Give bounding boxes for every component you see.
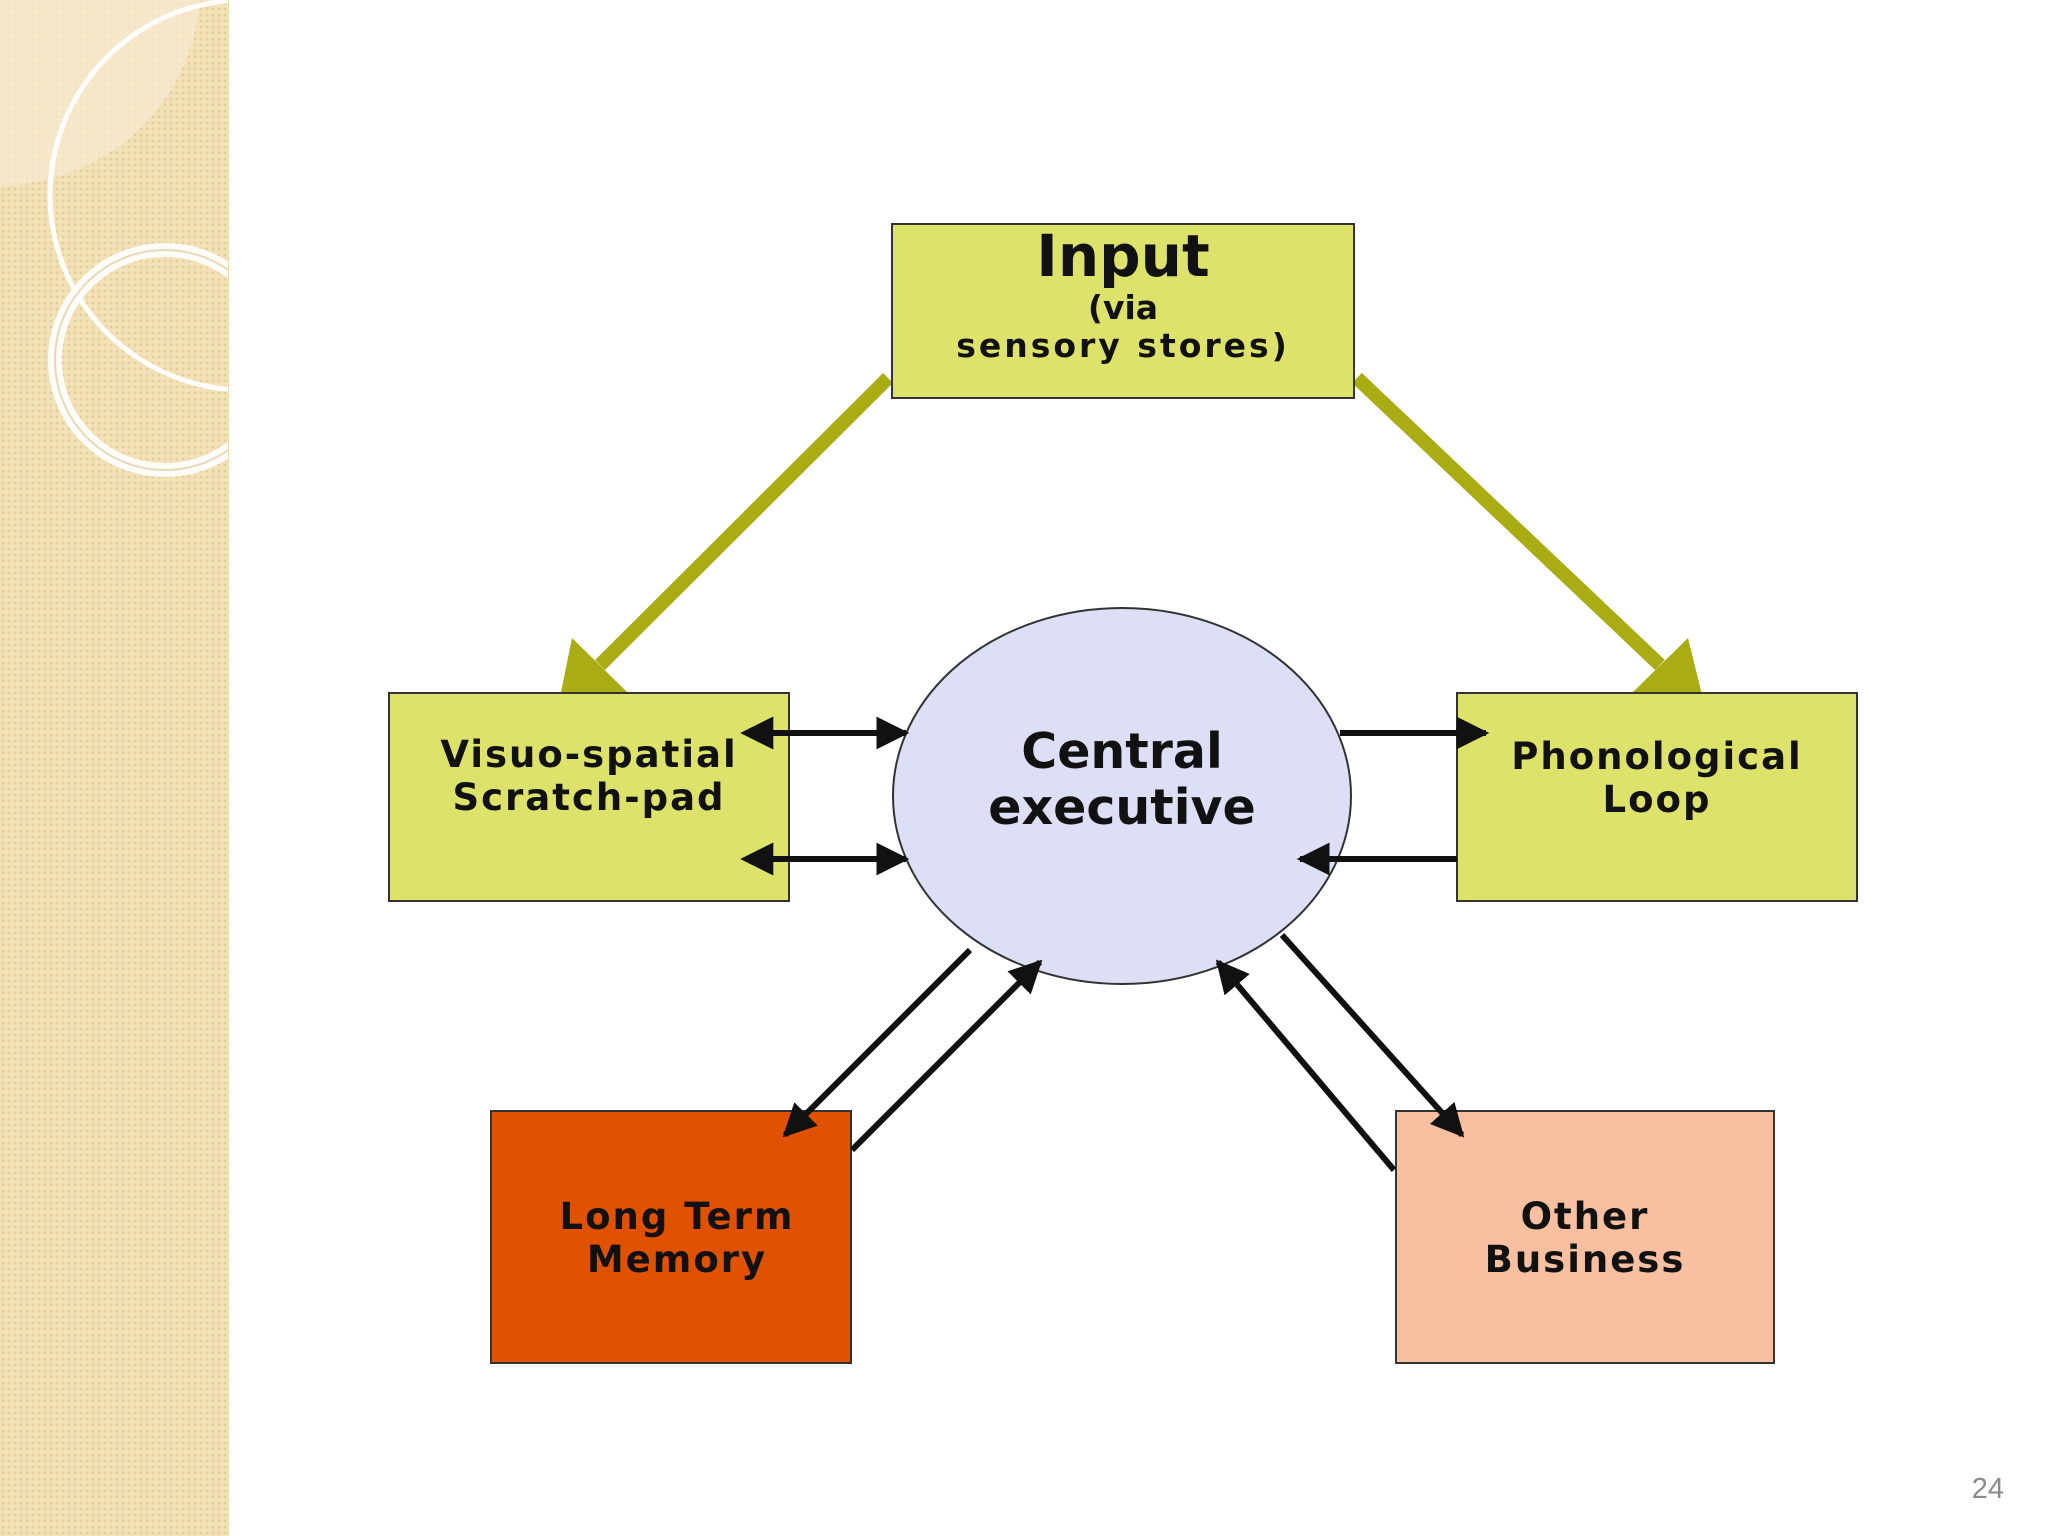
other-business-line1: Other [1520, 1195, 1650, 1238]
central-executive-ellipse [892, 607, 1352, 985]
input-to-phono-arrowhead [1632, 638, 1705, 707]
input-title: Input [1036, 222, 1210, 290]
ltm-to-central-arrow [849, 959, 1043, 1153]
input-to-visuo-arrow-line [595, 373, 893, 670]
long-term-memory-line1: Long Term [559, 1195, 795, 1238]
phonological-loop-label: Phonological Loop [1457, 735, 1857, 821]
input-to-phono-arrow-line [1352, 372, 1665, 671]
phonological-loop-line2: Loop [1602, 777, 1712, 821]
other-business-label: Other Business [1396, 1195, 1774, 1281]
other-business-box [1395, 1110, 1775, 1364]
central-to-other-arrow [1279, 932, 1465, 1138]
long-term-memory-box [490, 1110, 852, 1364]
phonological-loop-line1: Phonological [1511, 735, 1803, 778]
long-term-memory-label: Long Term Memory [491, 1195, 863, 1281]
other-business-line2: Business [1484, 1237, 1686, 1281]
input-box [891, 223, 1355, 399]
input-to-visuo-arrowhead [558, 638, 628, 707]
decorative-sidebar [0, 0, 229, 1536]
central-to-ltm-arrow [782, 947, 973, 1138]
input-arrows [558, 372, 1705, 707]
central-executive-label: Central executive [893, 723, 1351, 837]
central-executive-line2: executive [988, 779, 1256, 837]
page-number: 24 [1971, 1473, 2004, 1505]
visuo-spatial-box [388, 692, 790, 902]
input-subtitle-line2: sensory stores) [956, 325, 1290, 365]
other-to-central-arrow [1215, 959, 1397, 1172]
visuo-spatial-line2: Scratch-pad [452, 775, 726, 819]
phonological-loop-box [1456, 692, 1858, 902]
input-subtitle-line1: (via [1087, 287, 1159, 327]
connection-arrows [740, 716, 1490, 1172]
visuo-spatial-label: Visuo-spatial Scratch-pad [389, 733, 789, 819]
visuo-spatial-line1: Visuo-spatial [440, 733, 738, 776]
central-executive-line1: Central [1021, 723, 1223, 780]
decorative-rings [0, 0, 228, 477]
long-term-memory-line2: Memory [586, 1237, 768, 1281]
input-label: Input (via sensory stores) [892, 226, 1354, 365]
